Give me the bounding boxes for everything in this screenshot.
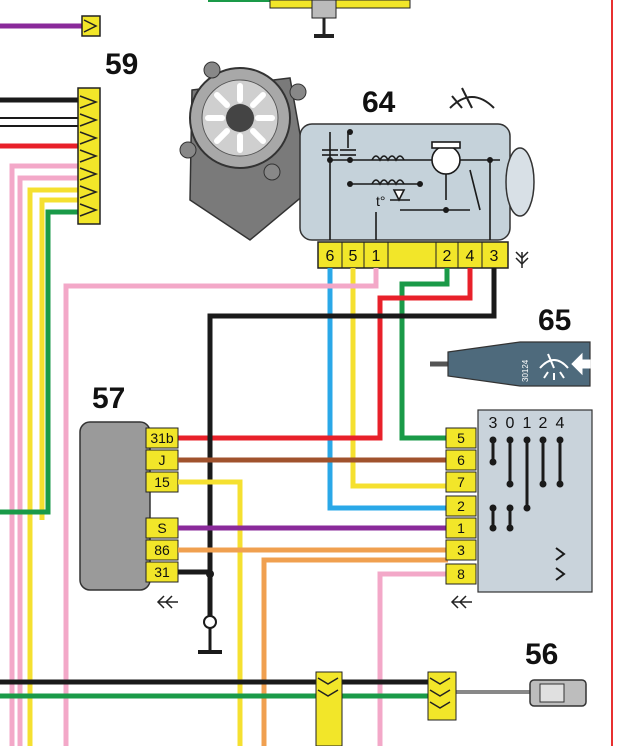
switch-col-0: 0 <box>506 415 515 432</box>
washer-pump <box>529 679 587 707</box>
motor-wires <box>63 268 497 746</box>
inline-connector-right <box>427 671 457 721</box>
switch-pin-1: 1 <box>457 520 465 536</box>
relay-pin-86: 86 <box>154 542 170 558</box>
wiper-icon <box>449 87 495 109</box>
wiper-relay <box>79 421 179 591</box>
wiper-motor: t° <box>179 61 535 241</box>
pump-number: 56 <box>525 638 558 671</box>
switch-connector-arrow-icon <box>450 595 472 609</box>
motor-number: 64 <box>362 86 396 119</box>
switch-col-4: 4 <box>556 415 565 432</box>
switch-col-2: 2 <box>539 415 548 432</box>
thermal-label: t° <box>376 193 386 209</box>
connector-arrow-icon <box>515 251 529 268</box>
switch-connector <box>445 427 477 585</box>
washer-icon <box>539 353 569 380</box>
inline-connector-left <box>315 671 343 746</box>
relay-pin-31b: 31b <box>150 430 174 446</box>
relay-wires <box>178 457 448 746</box>
switch-pin-3: 3 <box>457 542 465 558</box>
ground-icon <box>198 570 222 654</box>
wiper-stalk: 30124 <box>430 341 591 387</box>
motor-pin-3: 3 <box>490 248 499 265</box>
fuse-block-connector <box>77 15 101 225</box>
relay-pin-j: J <box>159 452 166 468</box>
motor-connector <box>317 241 509 269</box>
relay-number: 57 <box>92 382 125 415</box>
switch-number: 65 <box>538 304 571 337</box>
left-bundle-wires <box>0 23 82 746</box>
switch-pin-6: 6 <box>457 452 465 468</box>
arrow-icon <box>571 352 591 376</box>
motor-pin-6: 6 <box>326 248 335 265</box>
fuse-block-number: 59 <box>105 48 138 81</box>
relay-connector-arrow-icon <box>156 595 178 609</box>
relay-pin-31: 31 <box>154 564 170 580</box>
switch-pin-2: 2 <box>457 498 465 514</box>
top-sensor <box>269 0 411 38</box>
switch-col-1: 1 <box>523 415 532 432</box>
switch-pin-5: 5 <box>457 430 465 446</box>
switch-col-3: 3 <box>489 415 498 432</box>
switch-pin-8: 8 <box>457 566 465 582</box>
motor-pin-2: 2 <box>443 248 452 265</box>
switch-table <box>477 409 593 593</box>
relay-pin-15: 15 <box>154 474 170 490</box>
motor-pin-4: 4 <box>466 248 475 265</box>
stalk-positions: 30124 <box>521 359 530 382</box>
relay-pin-s: S <box>157 520 166 536</box>
switch-pin-7: 7 <box>457 474 465 490</box>
motor-pin-5: 5 <box>349 248 358 265</box>
motor-pin-1: 1 <box>372 248 381 265</box>
bottom-wires <box>0 679 530 699</box>
